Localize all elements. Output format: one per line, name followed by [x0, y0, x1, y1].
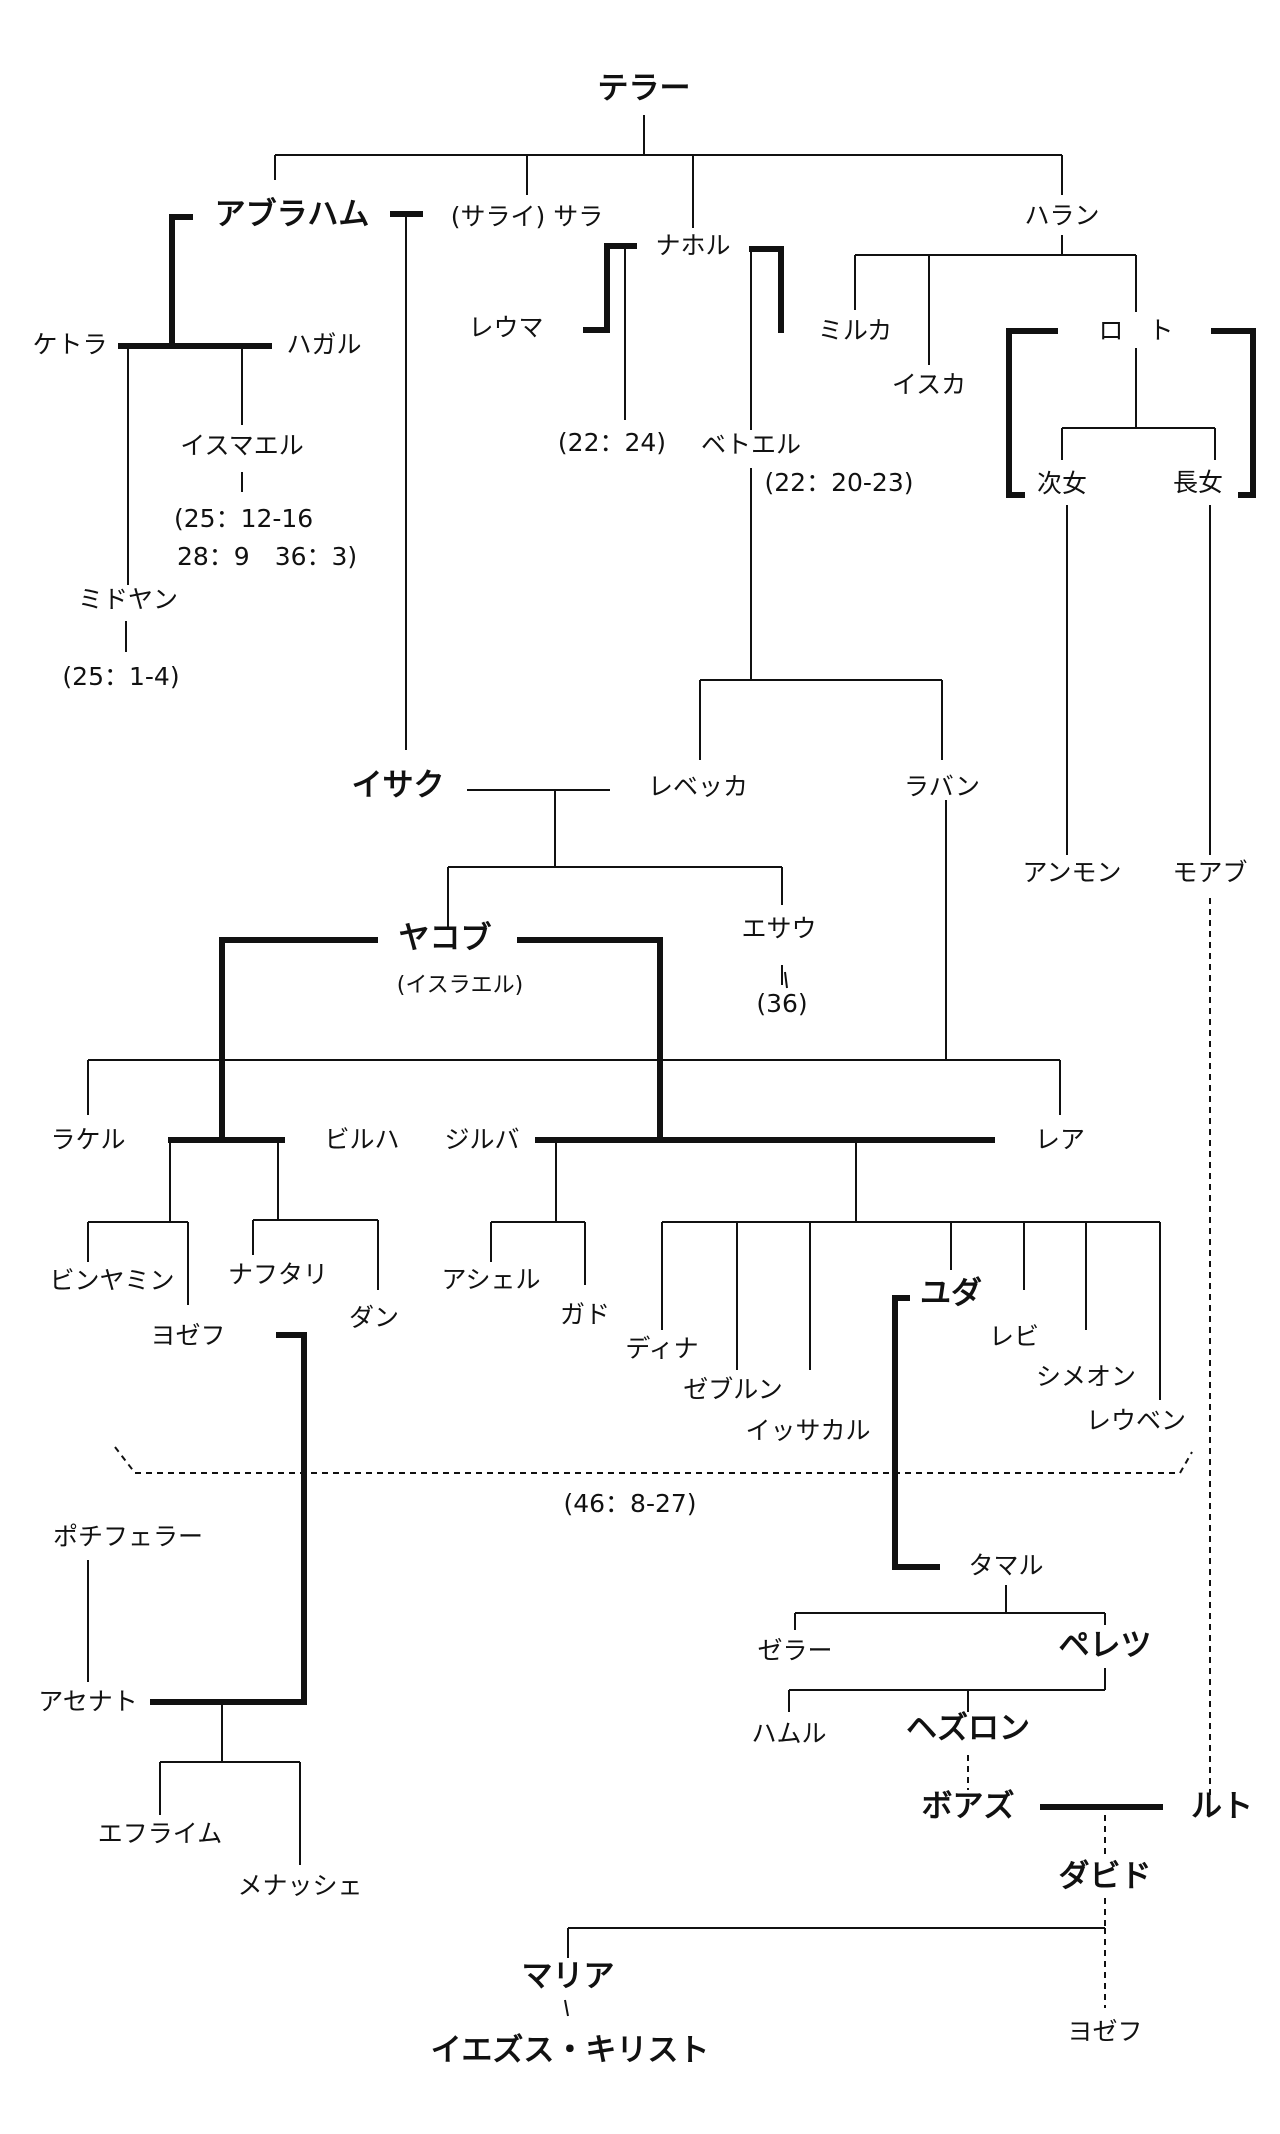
naphtali-label: ナフタリ [228, 1260, 328, 1289]
boaz-label: ボアズ [922, 1789, 1015, 1825]
zebulun-label: ゼブルン [683, 1375, 783, 1404]
lot-label: ロ ト [1098, 316, 1173, 345]
person-labels: テラー アブラハム (サライ) サラ ナホル ハラン ケトラ ハガル レウマ ミ… [32, 71, 1253, 2069]
younger-daughter-label: 次女 [1037, 469, 1087, 498]
dan-label: ダン [349, 1303, 399, 1332]
sarai-sara-label: (サライ) サラ [451, 202, 603, 231]
manasseh-label: メナッシェ [237, 1871, 362, 1900]
joseph-nt-label: ヨゼフ [1067, 2017, 1142, 2046]
bethuel-ref-label: (22：20-23) [765, 468, 914, 497]
keturah-label: ケトラ [32, 330, 107, 359]
ammon-label: アンモン [1022, 858, 1121, 887]
ishmael-ref-line2: 28：9 36：3) [177, 542, 357, 571]
terah-label: テラー [598, 71, 691, 107]
moab-label: モアブ [1172, 858, 1247, 887]
mary-label: マリア [522, 1959, 615, 1995]
ruth-label: ルト [1191, 1789, 1253, 1825]
hagar-label: ハガル [286, 330, 361, 359]
esau-ref-label: (36) [756, 989, 807, 1018]
hezron-label: ヘズロン [906, 1711, 1030, 1747]
levi-label: レビ [989, 1322, 1039, 1351]
connector-lines [87, 115, 1256, 2017]
ishmael-label: イスマエル [180, 431, 304, 460]
bilhah-label: ビルハ [324, 1125, 399, 1154]
issachar-label: イッサカル [745, 1416, 870, 1445]
elder-daughter-label: 長女 [1173, 468, 1223, 497]
judah-label: ユダ [920, 1276, 982, 1312]
israel-label: (イスラエル) [397, 973, 524, 998]
esau-label: エサウ [741, 914, 816, 943]
dinah-label: ディナ [625, 1334, 698, 1363]
isaac-label: イサク [352, 768, 445, 804]
midian-label: ミドヤン [78, 585, 178, 614]
genesis46-ref-label: (46：8-27) [563, 1489, 696, 1518]
gad-label: ガド [560, 1300, 610, 1329]
potiphera-label: ポチフェラー [53, 1522, 203, 1551]
zerah-label: ゼラー [757, 1636, 832, 1665]
leah-label: レア [1035, 1125, 1085, 1154]
nahor-label: ナホル [655, 231, 730, 260]
jesus-christ-label: イエズス・キリスト [431, 2033, 710, 2069]
asenath-label: アセナト [38, 1687, 138, 1716]
joseph-label: ヨゼフ [150, 1321, 225, 1350]
laban-label: ラバン [904, 772, 980, 801]
milcah-label: ミルカ [818, 316, 892, 345]
midian-ref-label: (25：1-4) [62, 662, 179, 691]
ephraim-label: エフライム [98, 1819, 223, 1848]
ishmael-ref-line1: (25：12-16 [174, 504, 313, 533]
simeon-label: シメオン [1036, 1362, 1136, 1391]
benjamin-label: ビンヤミン [49, 1266, 174, 1295]
reuben-label: レウベン [1086, 1406, 1186, 1435]
tamar-label: タマル [968, 1551, 1043, 1580]
zilpah-label: ジルバ [444, 1125, 519, 1154]
perez-label: ペレツ [1059, 1628, 1152, 1664]
iscah-label: イスカ [892, 370, 966, 399]
hamul-label: ハムル [751, 1719, 826, 1748]
reumah-label: レウマ [468, 313, 543, 342]
rachel-label: ラケル [50, 1125, 125, 1154]
abraham-label: アブラハム [215, 197, 370, 233]
asher-label: アシェル [441, 1265, 540, 1294]
rebekah-label: レベッカ [648, 772, 748, 801]
david-label: ダビド [1059, 1859, 1152, 1895]
jacob-label: ヤコブ [399, 921, 492, 957]
haran-label: ハラン [1024, 201, 1099, 230]
bethuel-label: ベトエル [701, 430, 801, 459]
reumah-ref-label: (22：24) [558, 428, 666, 457]
